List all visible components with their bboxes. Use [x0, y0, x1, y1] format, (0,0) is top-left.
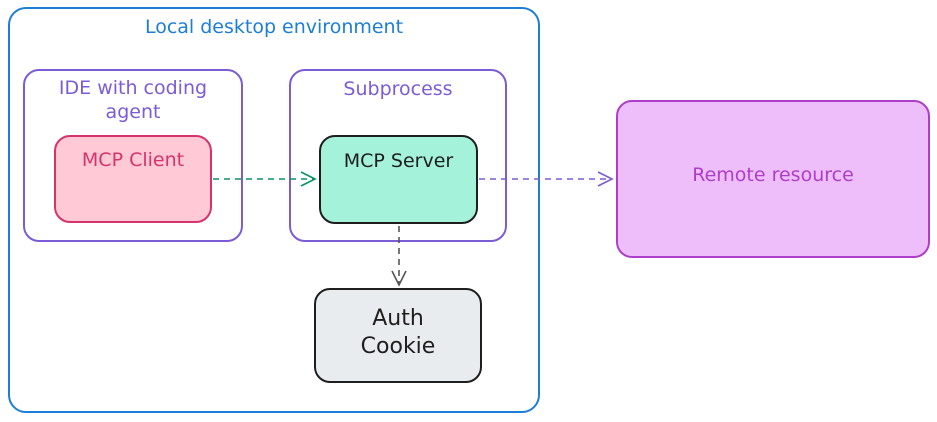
- auth-cookie-label: Auth Cookie: [314, 305, 482, 360]
- remote-resource-node[interactable]: [616, 100, 930, 258]
- mcp-server-node[interactable]: [319, 135, 478, 224]
- mcp-client-label: MCP Client: [81, 149, 185, 171]
- local-desktop-environment-container: [8, 7, 540, 413]
- arrow-server-to-remote-head: [597, 171, 614, 187]
- auth-cookie-label-line2: Cookie: [360, 333, 436, 359]
- ide-container: [23, 69, 243, 242]
- auth-cookie-label-line1: Auth: [372, 306, 424, 331]
- subprocess-title: Subprocess: [343, 78, 453, 100]
- arrow-client-to-server[interactable]: [213, 171, 317, 187]
- arrow-server-to-auth[interactable]: [391, 226, 407, 287]
- arrow-server-to-remote[interactable]: [479, 171, 614, 187]
- mcp-client-node[interactable]: [54, 135, 212, 223]
- remote-resource-label: Remote resource: [692, 164, 854, 186]
- arrow-client-to-server-head: [300, 171, 317, 187]
- ide-title: IDE with coding agent: [58, 77, 208, 123]
- arrow-server-to-auth-head: [391, 270, 407, 287]
- subprocess-container: [289, 69, 507, 242]
- local-desktop-environment-title: Local desktop environment: [144, 16, 404, 38]
- auth-cookie-node[interactable]: [314, 288, 482, 383]
- mcp-server-label: MCP Server: [343, 150, 454, 172]
